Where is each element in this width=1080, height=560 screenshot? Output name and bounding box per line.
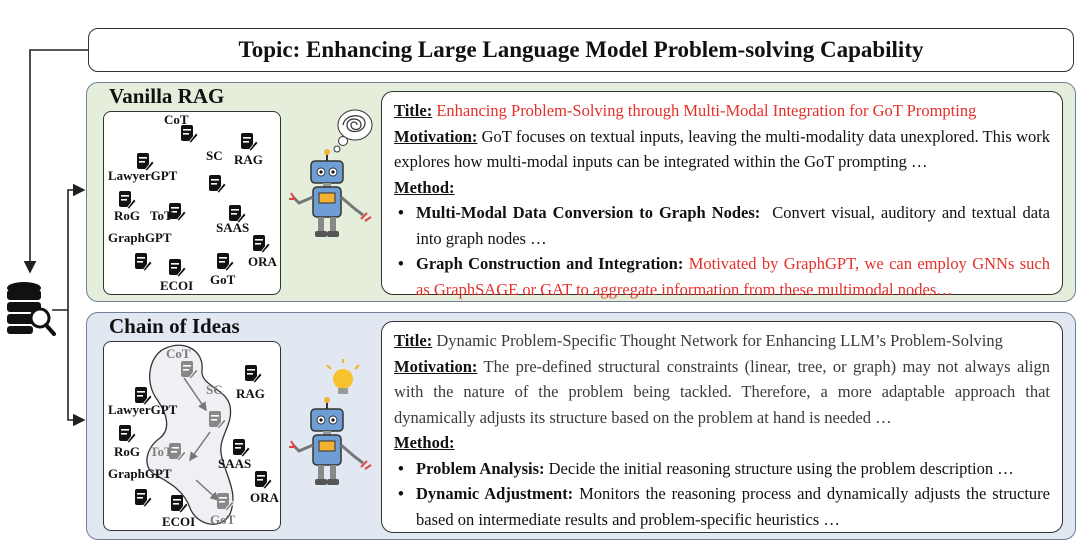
database-search-icon xyxy=(7,282,56,336)
method-saas: SAAS xyxy=(216,220,250,235)
document-pen-icon xyxy=(169,259,186,278)
panel-title: Vanilla RAG xyxy=(109,84,225,108)
method-library-box: CoT SC RAG LawyerGPT RoG ToT SAAS GraphG… xyxy=(103,341,281,531)
idea-title: Dynamic Problem-Specific Thought Network… xyxy=(436,331,1003,350)
robot-icon xyxy=(289,359,372,485)
idea-box: Title: Enhancing Problem-Solving through… xyxy=(381,91,1063,299)
method-bullet: Dynamic Adjustment: Monitors the reasoni… xyxy=(396,481,1050,532)
motivation-label: Motivation: xyxy=(394,126,478,146)
method-lawyergpt: LawyerGPT xyxy=(108,402,178,417)
bullet-text: Monitors the reasoning process and dynam… xyxy=(416,484,1050,529)
scribble-thought-icon xyxy=(337,109,373,141)
method-cot: CoT xyxy=(166,346,191,361)
bullet-text: Motivated by GraphGPT, we can employ GNN… xyxy=(416,254,1050,299)
document-pen-icon xyxy=(241,133,258,152)
document-pen-icon xyxy=(137,153,154,172)
method-label: Method: xyxy=(394,177,455,197)
method-label: Method: xyxy=(394,433,455,452)
robot-icon xyxy=(289,109,373,237)
document-pen-icon xyxy=(229,205,246,224)
topic-to-db-arrow xyxy=(23,49,88,274)
bullet-text: Convert visual, auditory and textual dat… xyxy=(416,203,1050,248)
document-pen-icon xyxy=(253,235,270,254)
document-pen-icon xyxy=(135,387,152,406)
method-got: GoT xyxy=(210,512,236,527)
method-bullet: Multi-Modal Data Conversion to Graph Nod… xyxy=(396,200,1050,251)
motivation-label: Motivation: xyxy=(394,356,478,376)
method-library-box: CoT SC RAG LawyerGPT RoG ToT SAAS GraphG… xyxy=(103,111,281,295)
bullet-head: Problem Analysis: xyxy=(416,458,545,478)
topic-banner: Topic: Enhancing Large Language Model Pr… xyxy=(88,28,1074,72)
bullet-head: Dynamic Adjustment: xyxy=(416,484,574,503)
panel-title: Chain of Ideas xyxy=(109,314,240,338)
db-to-chain-arrow xyxy=(67,310,86,427)
bullet-head: Multi-Modal Data Conversion to Graph Nod… xyxy=(416,203,761,222)
document-pen-icon xyxy=(119,191,136,210)
document-pen-icon xyxy=(233,439,250,458)
method-rog: RoG xyxy=(114,208,140,223)
vanilla-rag-panel: Vanilla RAG CoT SC RAG LawyerGPT RoG ToT… xyxy=(86,82,1076,302)
method-graphgpt: GraphGPT xyxy=(108,230,172,245)
method-ora: ORA xyxy=(248,254,277,269)
document-pen-icon xyxy=(169,203,186,222)
method-ecoi: ECOI xyxy=(160,278,194,293)
bullet-head: Graph Construction and Integration: xyxy=(416,254,684,273)
method-ora: ORA xyxy=(250,490,279,505)
method-ecoi: ECOI xyxy=(162,514,196,529)
document-pen-icon xyxy=(135,489,152,508)
method-cot: CoT xyxy=(164,112,189,127)
document-pen-icon xyxy=(181,125,198,144)
lightbulb-icon xyxy=(326,359,360,394)
bullet-text: Decide the initial reasoning structure u… xyxy=(548,458,1014,478)
method-saas: SAAS xyxy=(218,456,252,471)
method-sc: SC xyxy=(206,148,223,163)
method-rog: RoG xyxy=(114,444,140,459)
document-pen-icon xyxy=(171,495,188,514)
chain-path-outline xyxy=(146,344,234,525)
method-tot: ToT xyxy=(150,208,173,223)
method-bullet: Graph Construction and Integration: Moti… xyxy=(396,251,1050,302)
document-pen-icon xyxy=(119,425,136,444)
idea-title: Enhancing Problem-Solving through Multi-… xyxy=(436,101,977,120)
document-pen-icon xyxy=(245,365,262,384)
document-pen-icon xyxy=(217,253,234,272)
document-pen-icon xyxy=(209,411,226,430)
method-lawyergpt: LawyerGPT xyxy=(108,168,178,183)
method-sc: SC xyxy=(206,382,223,397)
idea-box: Title: Dynamic Problem-Specific Thought … xyxy=(381,321,1063,533)
document-pen-icon xyxy=(209,175,226,194)
document-pen-icon xyxy=(135,253,152,272)
motivation-text: The pre-defined structural constraints (… xyxy=(394,356,1051,427)
document-pen-icon xyxy=(217,493,234,512)
document-pen-icon xyxy=(255,471,272,490)
method-tot: ToT xyxy=(150,444,173,459)
document-pen-icon xyxy=(169,443,186,462)
title-label: Title: xyxy=(394,331,433,350)
document-pen-icon xyxy=(181,361,198,380)
motivation-text: GoT focuses on textual inputs, leaving t… xyxy=(394,126,1050,172)
title-label: Title: xyxy=(394,101,433,120)
method-got: GoT xyxy=(210,272,236,287)
method-graphgpt: GraphGPT xyxy=(108,466,172,481)
method-bullet: Problem Analysis: Decide the initial rea… xyxy=(396,456,1050,482)
chain-of-ideas-panel: Chain of Ideas CoT SC RAG LawyerGPT RoG … xyxy=(86,312,1076,540)
method-rag: RAG xyxy=(236,386,265,401)
db-to-vanilla-arrow xyxy=(52,183,86,311)
method-rag: RAG xyxy=(234,152,263,167)
